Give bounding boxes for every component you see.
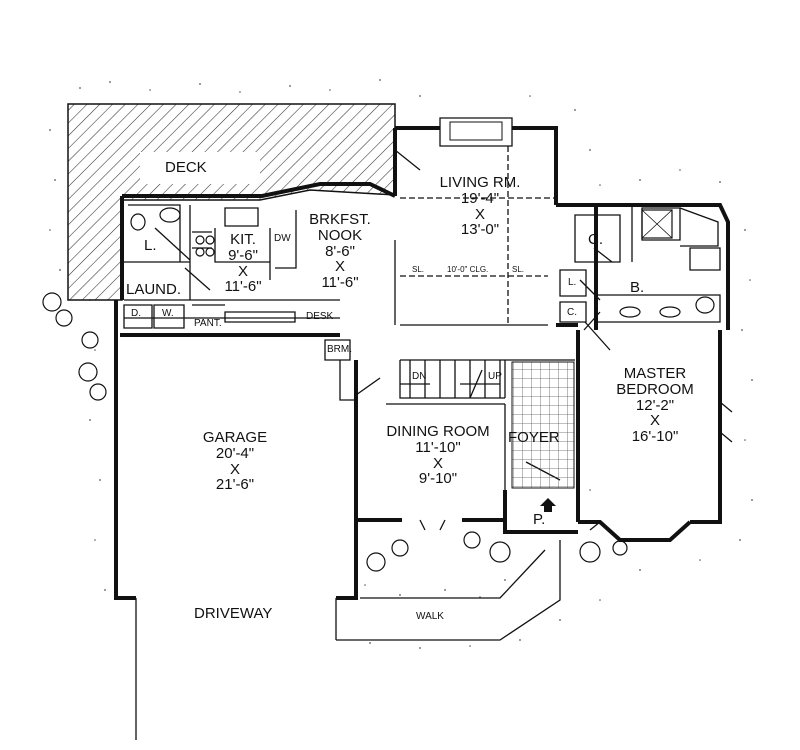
master-name-1: MASTER — [623, 365, 687, 382]
kitchen-label: KIT. 9'-6" X 11'-6" — [218, 232, 268, 295]
shrubs — [42, 292, 628, 572]
nook-depth: 11'-6" — [321, 274, 359, 291]
desk-label: DESK — [306, 311, 334, 322]
master-bedroom-label: MASTER BEDROOM 12'-2" X 16'-10" — [605, 366, 705, 445]
bath-label: B. — [630, 279, 645, 296]
garage-name: GARAGE — [202, 429, 268, 446]
deck-label: DECK — [165, 159, 207, 176]
master-x: X — [649, 412, 660, 430]
nook-name-2: NOOK — [317, 226, 363, 244]
stairs-down-label: DN — [412, 371, 427, 382]
living-room-label: LIVING RM. 19'-4" X 13'-0" — [420, 175, 540, 238]
dining-depth: 9'-10" — [418, 470, 458, 488]
master-depth: 16'-10" — [631, 428, 679, 445]
living-room-name: LIVING RM. — [439, 174, 521, 191]
garage-width: 20'-4" — [215, 444, 255, 462]
lav-left-label: L. — [144, 237, 157, 254]
closet-2-label: C. — [567, 307, 577, 318]
laundry-label: LAUND. — [126, 281, 182, 298]
dishwasher-label: DW — [274, 233, 291, 244]
kitchen-depth: 11'-6" — [224, 278, 262, 296]
breakfast-nook-label: BRKFST. NOOK 8'-6" X 11'-6" — [300, 212, 380, 291]
nook-name-1: BRKFST. — [309, 211, 371, 228]
washer-label: W. — [162, 308, 174, 319]
master-name-2: BEDROOM — [616, 380, 694, 398]
foyer-label: FOYER — [508, 429, 560, 446]
dryer-label: D. — [131, 308, 141, 319]
ceiling-slope-left: SL. — [412, 265, 425, 274]
deck — [67, 103, 396, 301]
driveway-label: DRIVEWAY — [194, 605, 273, 622]
nook-width: 8'-6" — [325, 242, 355, 260]
closet-1-label: C. — [588, 231, 603, 248]
ceiling-slope-right: SL. — [512, 265, 525, 274]
kitchen-name: KIT. — [230, 231, 256, 248]
ceiling-height: 10'-0" CLG. — [447, 265, 489, 274]
broom-closet-label: BRM. — [327, 344, 352, 355]
kitchen-width: 9'-6" — [228, 246, 258, 264]
living-room-x: X — [474, 205, 485, 223]
living-room-width: 19'-4" — [460, 189, 500, 207]
dining-x: X — [432, 454, 443, 472]
living-room-depth: 13'-0" — [460, 221, 500, 239]
porch-label: P. — [533, 511, 546, 528]
nook-x: X — [334, 258, 345, 276]
stairs-up-label: UP — [488, 371, 502, 382]
entry-arrow-icon — [540, 498, 556, 512]
fixtures — [130, 207, 715, 318]
pantry-label: PANT. — [194, 318, 222, 329]
kitchen-x: X — [237, 262, 248, 280]
garage-depth: 21'-6" — [215, 476, 255, 494]
walk-label: WALK — [416, 611, 444, 622]
garage-label: GARAGE 20'-4" X 21'-6" — [180, 430, 290, 493]
dining-name: DINING ROOM — [386, 423, 490, 440]
dining-room-label: DINING ROOM 11'-10" X 9'-10" — [378, 424, 498, 487]
garage-x: X — [229, 460, 240, 478]
lav-right-label: L. — [568, 277, 577, 288]
dining-width: 11'-10" — [415, 438, 461, 456]
master-width: 12'-2" — [635, 396, 675, 414]
walls — [114, 126, 730, 600]
foyer-tiles — [511, 361, 575, 489]
